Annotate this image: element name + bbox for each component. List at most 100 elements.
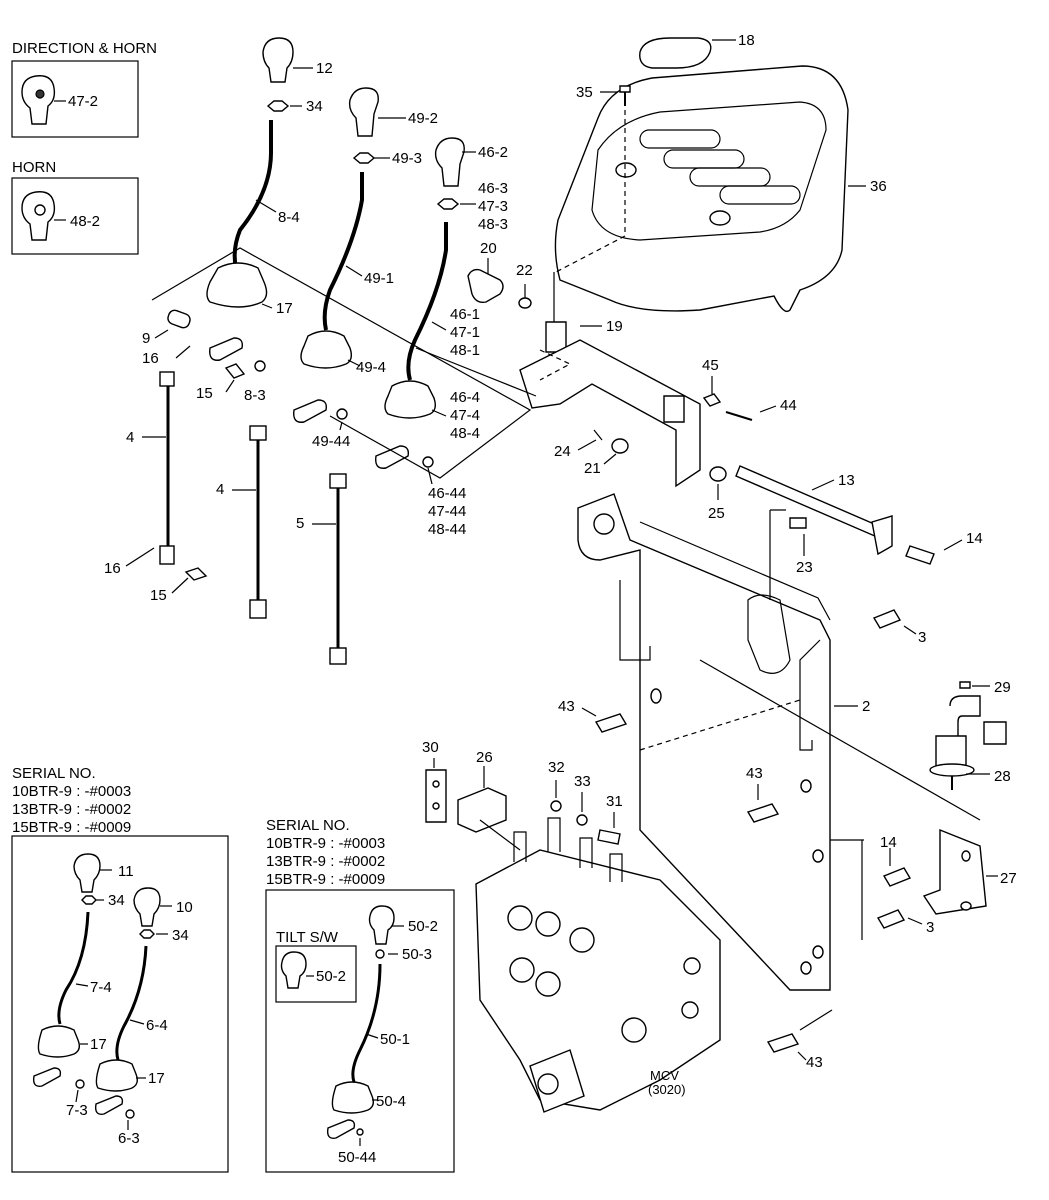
screw-29	[959, 681, 971, 689]
part-label-4: 4	[216, 481, 224, 498]
plate-edge	[415, 347, 537, 397]
collar-50-44	[356, 1128, 364, 1136]
rod-end-bottom	[329, 647, 347, 665]
pad-18	[639, 37, 712, 69]
leader-line	[759, 405, 777, 413]
nut-34b	[139, 929, 155, 939]
part-label-49-1: 49-1	[364, 270, 394, 287]
label-17: 17	[90, 1036, 107, 1053]
inset-box-direction-horn	[11, 60, 139, 138]
leader-line	[431, 409, 447, 417]
plate-hole	[432, 802, 440, 810]
bolt-3-lower	[876, 909, 906, 929]
screw-35	[619, 85, 631, 93]
nut-34	[81, 895, 97, 905]
label-50-3: 50-3	[402, 946, 432, 963]
inset-serial-mid: SERIAL NO. 10BTR-9 : -#0003 13BTR-9 : -#…	[265, 817, 455, 1173]
hidden-line	[555, 235, 626, 273]
mcv-port	[681, 1001, 699, 1019]
collar-6-3	[125, 1109, 135, 1119]
label-34: 34	[108, 892, 125, 909]
clevis-49	[293, 399, 328, 423]
clevis-8	[209, 337, 244, 361]
frame-hole	[593, 513, 615, 535]
part-label-2: 2	[862, 698, 870, 715]
frame-tab-right	[747, 594, 791, 674]
boot-17-a	[37, 1025, 81, 1058]
switch-cable	[949, 695, 981, 736]
leader-line	[255, 199, 277, 213]
part-label-15: 15	[150, 587, 167, 604]
frame-post	[769, 509, 786, 600]
part-label-26: 26	[476, 749, 493, 766]
leader-line	[603, 453, 617, 465]
part-label-43: 43	[746, 765, 763, 782]
knob-47-2	[21, 75, 56, 125]
part-label-29: 29	[994, 679, 1011, 696]
serial-title: SERIAL NO.	[266, 817, 350, 834]
rod-end-bottom	[249, 599, 267, 619]
frame-hole	[650, 688, 662, 704]
frame-side	[799, 639, 821, 751]
collar-46-44	[422, 456, 434, 468]
part-label-19: 19	[606, 318, 623, 335]
leader-line	[577, 439, 597, 451]
serial-line: 15BTR-9 : -#0009	[266, 871, 385, 888]
part-label-49-44: 49-44	[312, 433, 350, 450]
part-label-49-4: 49-4	[356, 359, 386, 376]
switch-icon	[35, 89, 45, 99]
frame-tab	[619, 580, 651, 661]
cover-slot	[639, 129, 721, 149]
rod-8-4	[232, 120, 274, 269]
collar-8-3	[254, 360, 266, 372]
part-label-46-2: 46-2	[478, 144, 508, 161]
shaft-13	[735, 465, 889, 541]
connector	[983, 721, 1007, 745]
frame-hole	[800, 779, 812, 793]
nut-49-3	[352, 152, 376, 164]
part-label-18: 18	[738, 32, 755, 49]
plate-hole	[432, 780, 440, 788]
boot-17	[206, 262, 268, 308]
pin-24	[593, 429, 603, 441]
projection-line	[699, 659, 981, 821]
mcv-assembly: MCV (3020)	[425, 758, 721, 1113]
part-label-8-3: 8-3	[244, 387, 266, 404]
leader-line	[154, 329, 169, 339]
bolt-43-mid	[746, 803, 780, 823]
part-label-8-4: 8-4	[278, 209, 300, 226]
mcv-spools	[513, 817, 623, 882]
part-label-20: 20	[480, 240, 497, 257]
frame-hole	[812, 849, 824, 863]
post-19	[545, 321, 567, 353]
serial-line: 10BTR-9 : -#0003	[12, 783, 131, 800]
lever-assembly-46	[151, 137, 532, 665]
nut-34	[266, 100, 290, 112]
bracket-19	[519, 339, 701, 488]
frame-hole	[812, 945, 824, 959]
part-label-48-44: 48-44	[428, 521, 466, 538]
rod-end-top	[249, 425, 267, 441]
part-label-4: 4	[126, 429, 134, 446]
bolt-44	[725, 411, 753, 421]
bolt-23	[789, 517, 807, 529]
knob-48-2	[21, 191, 56, 241]
part-label-47-1: 47-1	[450, 324, 480, 341]
frame-hole	[800, 961, 812, 975]
bolt-43	[594, 713, 628, 733]
boot-17-b	[95, 1059, 139, 1092]
serial-line: 13BTR-9 : -#0002	[12, 801, 131, 818]
boot-50-4	[331, 1081, 375, 1114]
inset-box-tilt	[275, 945, 357, 1003]
pin-15-lower	[184, 567, 208, 581]
pin-9	[167, 309, 191, 329]
leader-line	[427, 467, 433, 485]
serial-line: 13BTR-9 : -#0002	[266, 853, 385, 870]
part-label-23: 23	[796, 559, 813, 576]
bushing-25	[709, 466, 727, 482]
label-50-4: 50-4	[376, 1093, 406, 1110]
clevis-50	[326, 1119, 356, 1139]
bolt-14	[905, 545, 935, 565]
part-label-34: 34	[306, 98, 323, 115]
